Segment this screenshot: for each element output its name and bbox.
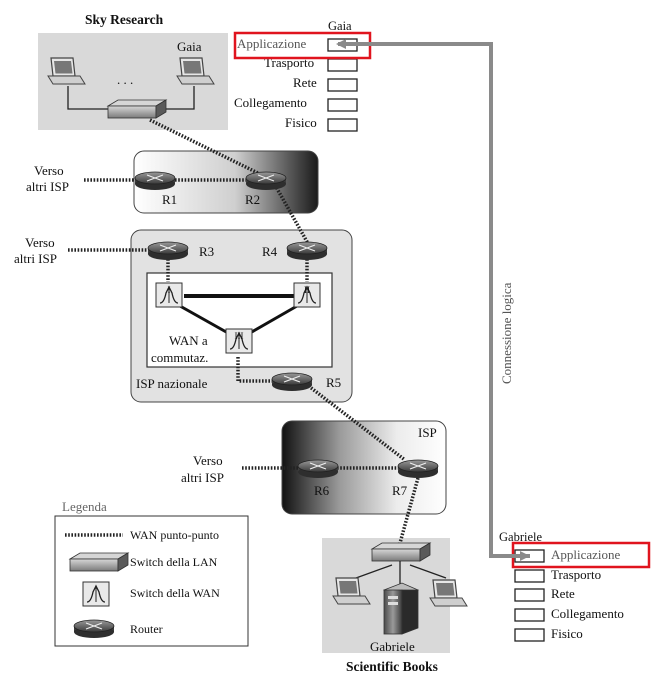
stack-layer-box — [514, 569, 545, 583]
lan-link — [67, 86, 108, 110]
router-icon — [147, 241, 189, 261]
lan-link — [166, 86, 195, 110]
wan-switch-label-iii: III — [235, 331, 244, 341]
router-label-r4: R4 — [262, 244, 278, 259]
wan-switch-link — [179, 304, 229, 335]
stack-layer-box — [514, 608, 545, 622]
other-isp-label-line1: Verso — [25, 235, 55, 250]
stack-layer-label: Fisico — [551, 626, 583, 641]
r1-r2-network-box — [133, 150, 319, 214]
server-icon — [382, 582, 420, 635]
lan-link — [409, 564, 447, 579]
stack-layer-label: Collegamento — [551, 606, 624, 621]
site-label-sky-research: Sky Research — [85, 12, 164, 27]
legend-item-label: Switch della LAN — [130, 555, 218, 569]
router-label-r6: R6 — [314, 483, 330, 498]
laptop-icon — [429, 579, 468, 607]
router-label-r1: R1 — [162, 192, 177, 207]
legend-item-label: WAN punto-punto — [130, 528, 219, 542]
other-isp-label-line1: Verso — [34, 163, 64, 178]
router-icon — [245, 171, 287, 191]
wan-link — [149, 118, 267, 179]
wan-switch-link — [249, 304, 298, 335]
host-label-gaia: Gaia — [177, 39, 202, 54]
other-isp-label-line1: Verso — [193, 453, 223, 468]
wan-link — [273, 184, 312, 248]
isp-label: ISP — [418, 425, 437, 440]
wan-label-line2: commutaz. — [151, 350, 208, 365]
wan-link — [236, 357, 272, 383]
stack-layer-label: Collegamento — [234, 95, 307, 110]
stack-layer-box — [327, 58, 358, 72]
router-icon — [397, 459, 439, 479]
legend-title: Legenda — [62, 499, 107, 514]
other-isp-label-line2: altri ISP — [14, 251, 57, 266]
router-icon — [271, 372, 313, 392]
wan-label-line1: WAN a — [169, 333, 208, 348]
router-label-r7: R7 — [392, 483, 408, 498]
legend-item-label: Switch della WAN — [130, 586, 220, 600]
stack-layer-box — [514, 628, 545, 642]
other-isp-label-line2: altri ISP — [181, 470, 224, 485]
lan-switch-icon — [69, 552, 129, 572]
stack-layer-box — [327, 98, 358, 112]
stack-host-label-gaia: Gaia — [328, 19, 352, 33]
ellipsis-label: . . . — [117, 72, 133, 87]
stack-layer-label: Applicazione — [237, 36, 307, 51]
host-label-gabriele: Gabriele — [370, 639, 415, 654]
lan-switch-icon — [107, 99, 167, 119]
logical-connection-label: Connessione logica — [499, 282, 514, 384]
router-label-r5: R5 — [326, 375, 341, 390]
legend-box — [54, 515, 249, 647]
stack-layer-label: Rete — [293, 75, 317, 90]
wan-switch-label-i: I — [168, 285, 171, 295]
router-label-r2: R2 — [245, 192, 260, 207]
isp-nazionale-label: ISP nazionale — [136, 376, 208, 391]
stack-layer-label: Trasporto — [551, 567, 601, 582]
stack-host-label-gabriele: Gabriele — [499, 530, 542, 544]
stack-layer-label: Fisico — [285, 115, 317, 130]
stack-layer-box — [514, 588, 545, 602]
lan-switch-icon — [371, 542, 431, 562]
stack-layer-label: Applicazione — [551, 547, 621, 562]
router-icon — [73, 619, 115, 639]
wan-switch-icon — [82, 581, 110, 607]
legend-item-label: Router — [130, 622, 163, 636]
lan-link — [355, 564, 393, 579]
wan-switch-label-ii: II — [304, 285, 310, 295]
router-icon — [134, 171, 176, 191]
site-label-scientific-books: Scientific Books — [346, 659, 438, 674]
router-label-r3: R3 — [199, 244, 214, 259]
other-isp-label-line2: altri ISP — [26, 179, 69, 194]
stack-layer-box — [327, 118, 358, 132]
router-icon — [286, 241, 328, 261]
stack-layer-label: Rete — [551, 586, 575, 601]
stack-layer-box — [327, 78, 358, 92]
router-icon — [297, 459, 339, 479]
